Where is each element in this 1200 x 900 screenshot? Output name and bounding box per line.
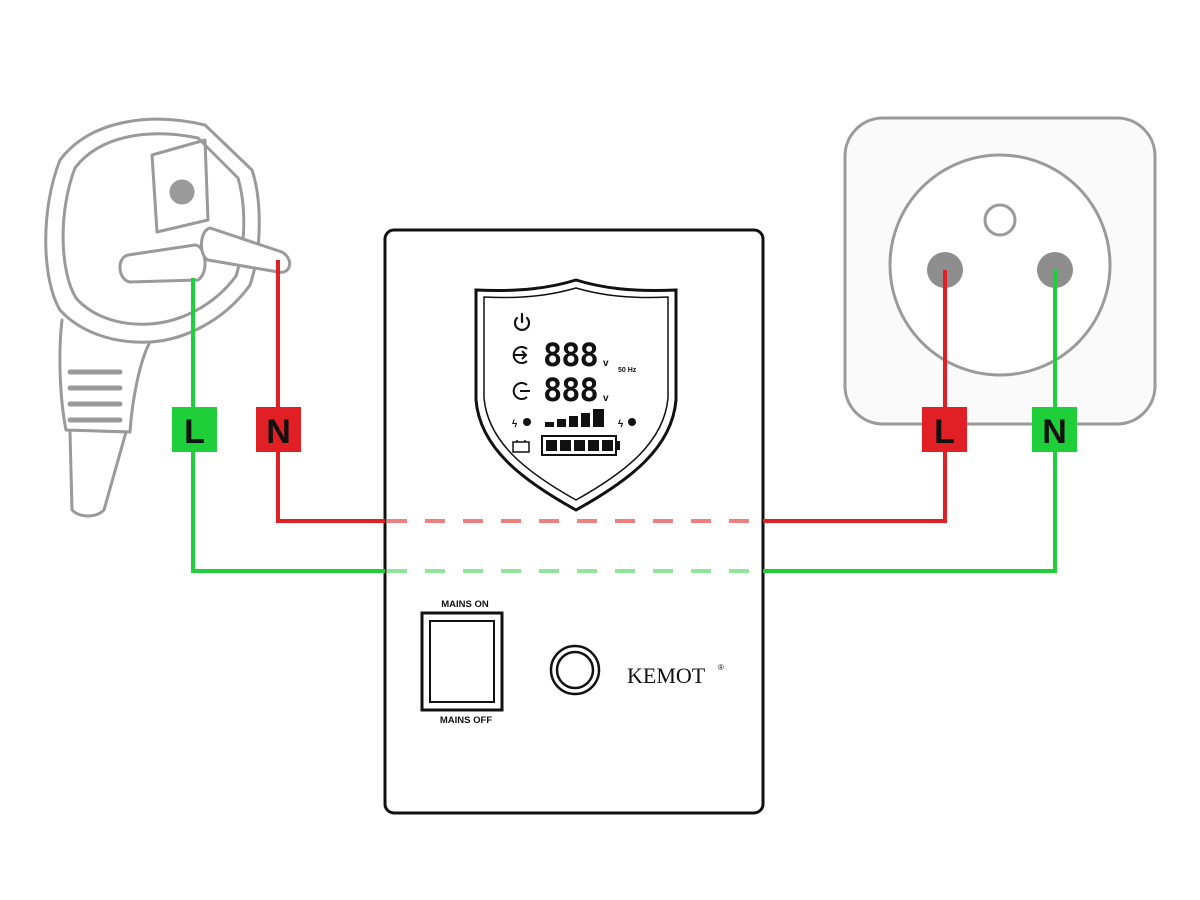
voltage-protector-device: 888 v 50 Hz 888 v ϟ ϟ	[383, 228, 765, 815]
output-voltage-digits: 888	[543, 371, 598, 409]
socket-terminal-l: L	[922, 407, 967, 452]
plug-terminal-n: N	[256, 407, 301, 452]
neutral-wire	[191, 270, 1057, 573]
battery-level-bar	[541, 435, 620, 456]
input-voltage-unit: v	[603, 358, 609, 369]
surge-icon-left: ϟ	[512, 418, 531, 430]
input-voltage-icon	[512, 346, 528, 364]
brand-logo: KEMOT	[627, 663, 706, 688]
wall-socket	[843, 116, 1157, 426]
lcd-shield-display: 888 v 50 Hz 888 v ϟ ϟ	[474, 278, 678, 512]
input-voltage-digits: 888	[543, 336, 598, 374]
plug-terminal-l-label: L	[184, 413, 205, 451]
plug-terminal-l: L	[172, 407, 217, 452]
battery-icon	[512, 440, 530, 453]
live-wire	[276, 260, 947, 523]
plug-terminal-n-label: N	[266, 413, 291, 451]
earth-pin-hole	[983, 203, 1017, 237]
svg-text:ϟ: ϟ	[512, 419, 518, 430]
power-icon	[513, 312, 531, 331]
mains-on-label: MAINS ON	[441, 599, 489, 610]
socket-terminal-n-label: N	[1042, 413, 1067, 451]
surge-icon-right: ϟ	[618, 418, 636, 430]
output-voltage-icon	[512, 382, 530, 400]
frequency-label: 50 Hz	[618, 367, 637, 374]
schuko-plug	[44, 117, 292, 518]
mains-off-label: MAINS OFF	[440, 715, 492, 726]
level-bars	[545, 409, 604, 427]
mains-switch[interactable]: MAINS ON MAINS OFF	[420, 599, 504, 726]
svg-text:ϟ: ϟ	[618, 419, 624, 430]
output-voltage-unit: v	[603, 393, 609, 404]
round-button[interactable]	[549, 644, 601, 696]
trademark-symbol: ®	[718, 663, 724, 672]
socket-terminal-l-label: L	[934, 413, 955, 451]
socket-terminal-n: N	[1032, 407, 1077, 452]
